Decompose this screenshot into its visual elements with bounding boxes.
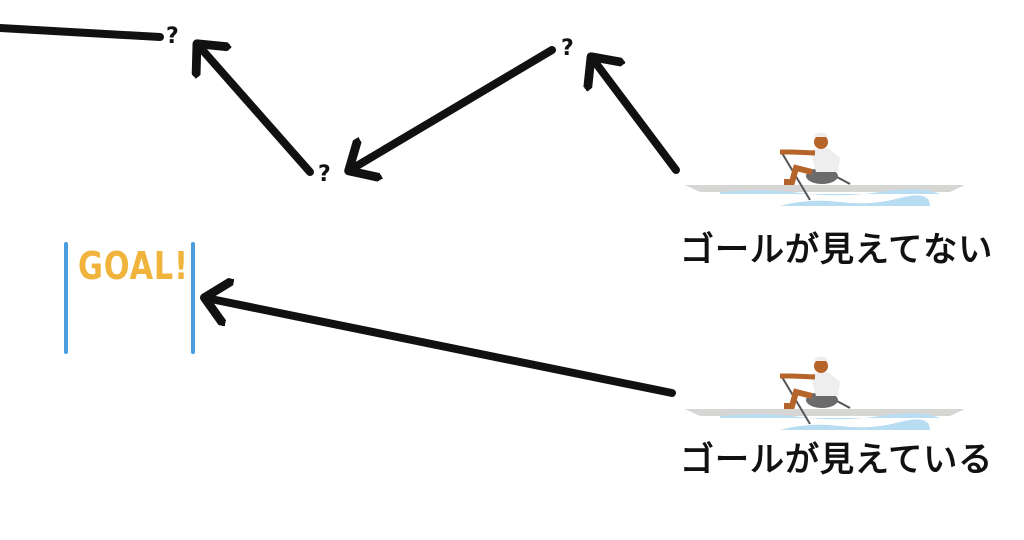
question-mark-3: ? (561, 36, 574, 61)
arrow-direct-to-goal (206, 298, 676, 397)
goal-label: GOAL! (78, 244, 189, 288)
rower-illustration-2 (685, 356, 965, 430)
arrow-wander-1 (198, 45, 314, 176)
question-mark-2: ? (318, 162, 331, 187)
question-mark-1: ? (166, 24, 179, 49)
path-line-start (0, 24, 164, 41)
arrow-wander-2 (350, 46, 556, 170)
caption-goal-visible: ゴールが見えている (680, 440, 994, 480)
arrow-wander-3 (592, 58, 680, 174)
rower-illustration-1 (685, 132, 965, 206)
caption-goal-not-visible: ゴールが見えてない (680, 230, 994, 270)
